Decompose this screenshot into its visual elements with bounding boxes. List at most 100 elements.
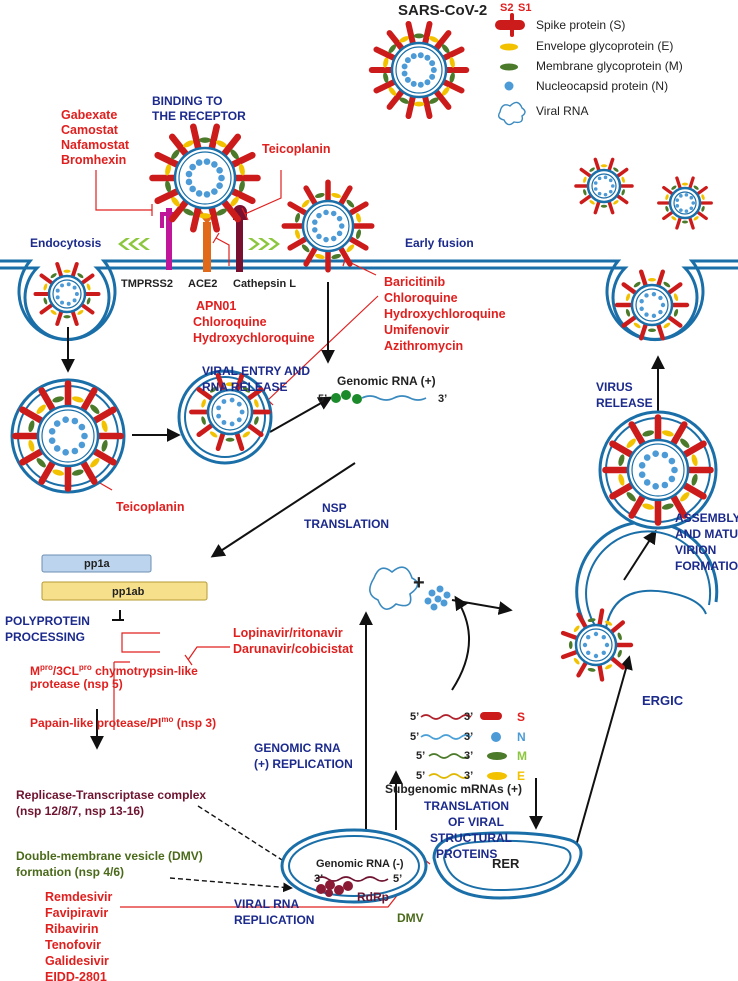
stage-nsp-2: TRANSLATION <box>304 517 390 531</box>
stage-genomic-repl-1: GENOMIC RNA <box>254 741 341 755</box>
mature-virion <box>602 414 714 526</box>
drug-tenofovir: Tenofovir <box>45 938 102 952</box>
pp1a-box <box>41 554 152 573</box>
label-5prime-n: 5’ <box>410 731 420 743</box>
rna-and-nucleocapsid <box>369 566 451 611</box>
drug-ribavirin: Ribavirin <box>45 922 99 936</box>
budding-virion <box>560 608 634 682</box>
stage-polyprotein-1: POLYPROTEIN <box>5 614 90 628</box>
label-dmv-formation-1: Double-membrane vesicle (DMV) <box>16 849 203 863</box>
endocytosed-virion <box>33 262 101 326</box>
label-replicase-2: (nsp 12/8/7, nsp 13-16) <box>16 804 145 818</box>
virions <box>10 20 718 682</box>
drug-chloroquine-ace2: Chloroquine <box>193 315 267 329</box>
stage-assembly-2: AND MATURE <box>675 527 738 541</box>
stage-polyprotein-2: PROCESSING <box>5 630 86 644</box>
drug-camostat: Camostat <box>61 123 118 137</box>
drug-eidd-2801: EIDD-2801 <box>45 970 107 981</box>
label-plus: + <box>413 572 425 594</box>
drug-apn01: APN01 <box>196 299 237 313</box>
legend-viral-rna: Viral RNA <box>536 104 589 118</box>
label-genomic-rna-minus: Genomic RNA (-) <box>316 858 404 870</box>
drug-darunavir: Darunavir/cobicistat <box>233 642 354 656</box>
label-3prime-genomic: 3’ <box>438 393 448 405</box>
stage-assembly-1: ASSEMBLY <box>675 511 738 525</box>
label-sub-s: S <box>517 710 526 724</box>
drug-bromhexin: Bromhexin <box>61 153 127 167</box>
label-cathepsin-l: Cathepsin L <box>233 278 296 290</box>
stage-translation-1: TRANSLATION <box>424 799 510 813</box>
drug-hydroxychloroquine-fusion: Hydroxychloroquine <box>384 307 506 321</box>
label-mpro-line2: protease (nsp 5) <box>30 677 123 691</box>
stage-binding-1: BINDING TO <box>152 94 223 108</box>
label-5prime-dmv: 5’ <box>393 873 403 885</box>
label-dmv: DMV <box>397 911 424 925</box>
fusion-virion <box>281 179 375 273</box>
stage-translation-3: STRUCTURAL <box>430 831 512 845</box>
stage-nsp-1: NSP <box>322 501 347 515</box>
drug-umifenovir: Umifenovir <box>384 323 450 337</box>
label-genomic-rna-plus: Genomic RNA (+) <box>337 374 436 388</box>
stage-genomic-repl-2: (+) REPLICATION <box>254 757 353 771</box>
stage-release-1: VIRUS <box>596 380 633 394</box>
label-ergic: ERGIC <box>642 693 684 708</box>
stage-assembly-3: VIRION <box>675 543 717 557</box>
endosome-virion <box>12 380 124 492</box>
label-rdrp: RdRp <box>357 890 389 904</box>
stage-viral-repl-2: REPLICATION <box>234 913 315 927</box>
legend-spike: Spike protein (S) <box>536 18 626 32</box>
label-5prime-e: 5’ <box>416 770 426 782</box>
dmv-vesicle <box>280 828 428 904</box>
ergic-organelle <box>575 520 719 642</box>
label-sub-n: N <box>517 730 526 744</box>
pathway-arrows <box>61 282 665 861</box>
drug-hydroxychloroquine-ace2: Hydroxychloroquine <box>193 331 315 345</box>
released-virion-2 <box>657 176 713 230</box>
stage-assembly-4: FORMATION <box>675 559 738 573</box>
label-tmprss2: TMPRSS2 <box>121 278 173 290</box>
released-virion-1 <box>574 157 634 215</box>
legend-s2: S2 <box>500 2 514 14</box>
genomic-rna-plus <box>331 390 427 404</box>
drug-baricitinib: Baricitinib <box>384 275 446 289</box>
drug-galidesivir: Galidesivir <box>45 954 109 968</box>
label-papain: Papain-like protease/Plmo (nsp 3) <box>30 715 217 730</box>
endocytosis-chevrons <box>118 238 280 250</box>
stage-translation-2: OF VIRAL <box>448 815 504 829</box>
drug-remdesivir: Remdesivir <box>45 890 113 904</box>
label-3prime-s: 3’ <box>464 711 474 723</box>
drug-teicoplanin-bottom: Teicoplanin <box>116 500 185 514</box>
drug-favipiravir: Favipiravir <box>45 906 109 920</box>
exocytosis-virion <box>614 269 690 341</box>
label-rer: RER <box>492 856 520 871</box>
label-pp1a: pp1a <box>84 558 110 570</box>
stage-release-2: RELEASE <box>596 396 653 410</box>
label-5prime-m: 5’ <box>416 750 426 762</box>
rer-organelle <box>432 831 583 900</box>
label-replicase-1: Replicase-Transcriptase complex <box>16 788 207 802</box>
label-3prime-e: 3’ <box>464 770 474 782</box>
label-5prime-s: 5’ <box>410 711 420 723</box>
label-ace2: ACE2 <box>188 278 218 290</box>
legend-s1: S1 <box>518 2 532 14</box>
entry-virion <box>189 372 271 452</box>
label-pp1ab: pp1ab <box>112 586 145 598</box>
stage-endocytosis: Endocytosis <box>30 236 102 250</box>
label-3prime-m: 3’ <box>464 750 474 762</box>
label-3prime-dmv: 3’ <box>314 873 324 885</box>
label-sub-e: E <box>517 769 526 783</box>
label-subgenomic: Subgenomic mRNAs (+) <box>385 782 523 796</box>
subgenomic-mrnas <box>420 712 507 780</box>
diagram-title: SARS-CoV-2 <box>398 2 488 19</box>
legend-envelope: Envelope glycoprotein (E) <box>536 39 674 53</box>
pp1ab-box <box>41 581 208 601</box>
stage-viral-repl-1: VIRAL RNA <box>234 897 300 911</box>
label-5prime-genomic: 5’ <box>318 393 328 405</box>
drug-gabexate: Gabexate <box>61 108 118 122</box>
stage-translation-4: PROTEINS <box>436 847 498 861</box>
drug-lopinavir: Lopinavir/ritonavir <box>233 626 343 640</box>
binding-virion <box>149 123 261 233</box>
stage-entry-1: VIRAL ENTRY AND <box>202 364 311 378</box>
legend-glyphs <box>495 13 526 126</box>
